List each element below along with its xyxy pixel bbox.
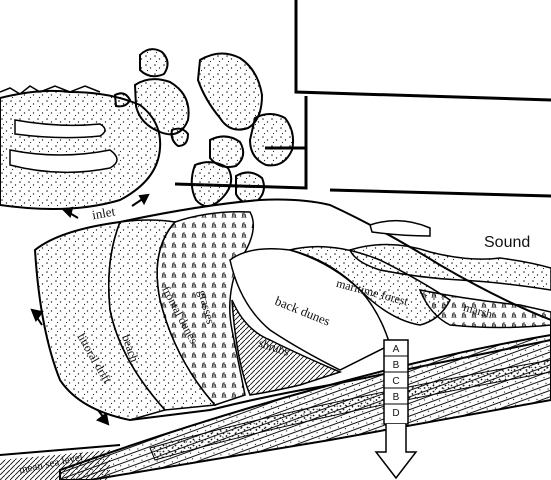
lagoon-island	[0, 85, 162, 210]
soil-layer-b: B	[393, 360, 400, 371]
inlet-arrows	[62, 193, 150, 219]
mean-sea-level-marker	[0, 444, 121, 480]
soil-layer-c: C	[392, 376, 399, 387]
marsh-islands	[113, 48, 295, 207]
littoral-drift-arrows	[30, 308, 110, 426]
shrubs-zone	[231, 299, 343, 396]
marsh-zone	[418, 288, 551, 329]
soil-layer-b2: B	[393, 392, 400, 403]
sound-label: Sound	[484, 234, 530, 251]
soil-layer-a: A	[393, 344, 400, 355]
stratum-dense-band	[149, 359, 551, 461]
soil-profile-column	[374, 339, 418, 480]
inlet-label: inlet	[91, 203, 117, 222]
sound-marsh-fringe	[348, 219, 551, 291]
soil-layer-d: D	[392, 408, 399, 419]
